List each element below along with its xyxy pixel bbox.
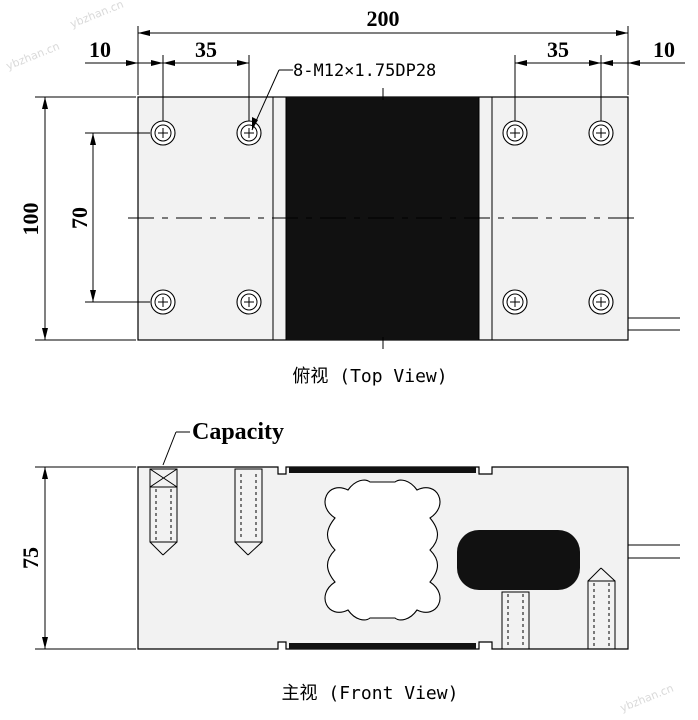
watermark: ybzhan.cn	[4, 40, 61, 73]
bottom-flexure-bar	[289, 643, 476, 649]
dim-left-edge-label: 10	[89, 37, 111, 62]
threaded-hole	[502, 120, 528, 146]
threaded-stud	[501, 591, 530, 650]
threaded-stud	[587, 567, 616, 650]
dim-70-label: 70	[67, 207, 92, 229]
threaded-hole	[588, 120, 614, 146]
threaded-stud	[149, 468, 178, 556]
dim-left-spacing-label: 35	[195, 37, 217, 62]
dim-hole-row: 10 35 35 10	[85, 37, 685, 121]
dim-hole-spacing: 70	[67, 132, 150, 303]
binocular-hole	[324, 479, 441, 621]
front-view-pad	[457, 530, 580, 590]
dim-75-label: 75	[18, 547, 43, 569]
threaded-hole	[236, 289, 262, 315]
threaded-hole	[588, 289, 614, 315]
top-view-caption: 俯视 (Top View)	[292, 366, 447, 387]
top-view-cable	[628, 317, 680, 331]
hole-note-label: 8-M12×1.75DP28	[293, 61, 436, 81]
front-view: Capacity 75 主视 (Front View)	[18, 419, 680, 704]
dim-overall-width: 100	[18, 96, 136, 341]
capacity-callout: Capacity	[162, 419, 284, 466]
threaded-hole	[236, 120, 262, 146]
dim-100-label: 100	[18, 203, 43, 236]
threaded-stud	[234, 468, 263, 556]
threaded-hole	[150, 120, 176, 146]
front-view-cable	[628, 544, 680, 559]
dim-right-spacing-label: 35	[547, 37, 569, 62]
watermark: ybzhan.cn	[618, 682, 675, 715]
threaded-hole	[150, 289, 176, 315]
top-view: 200 10 35 35 10	[18, 6, 685, 387]
top-flexure-bar	[289, 467, 476, 473]
front-view-caption: 主视 (Front View)	[282, 683, 459, 704]
dim-200-label: 200	[367, 6, 400, 31]
hole-note: 8-M12×1.75DP28	[251, 61, 436, 131]
dim-overall-length: 200	[137, 6, 629, 95]
capacity-label: Capacity	[192, 419, 284, 445]
threaded-hole	[502, 289, 528, 315]
dim-height: 75	[18, 466, 136, 650]
dim-right-edge-label: 10	[653, 37, 675, 62]
watermark: ybzhan.cn	[68, 0, 125, 31]
